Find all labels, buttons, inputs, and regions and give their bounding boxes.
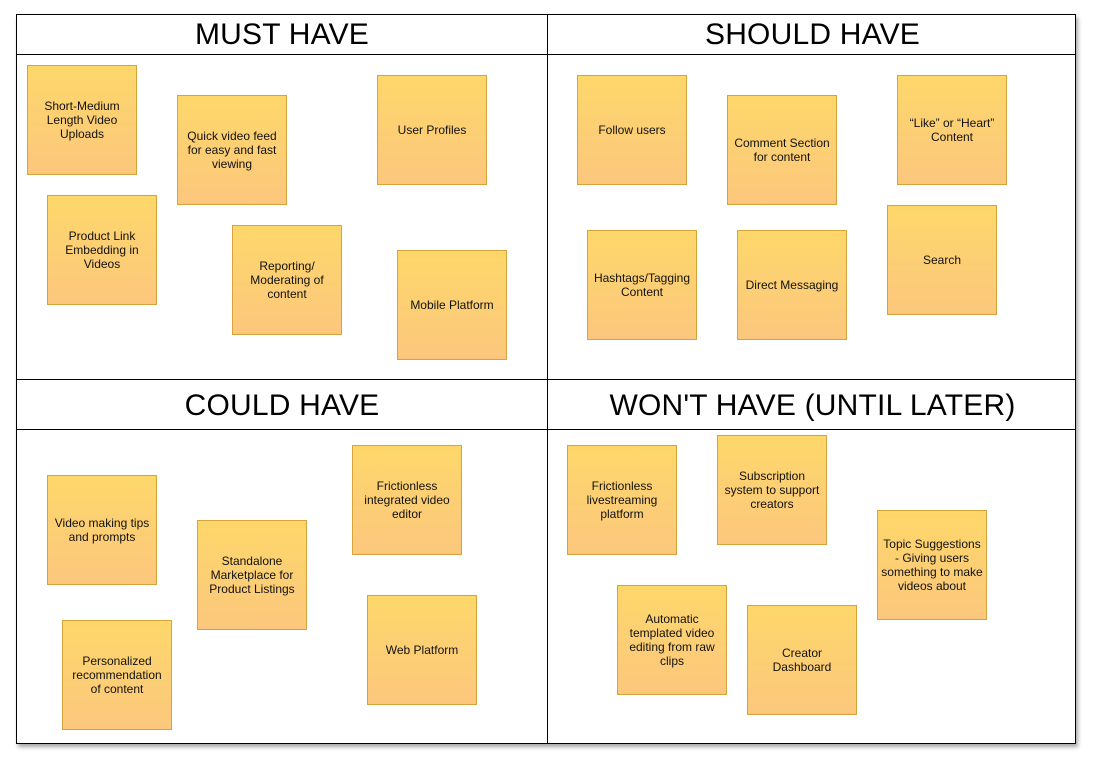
sticky-note[interactable]: Direct Messaging: [737, 230, 847, 340]
sticky-note[interactable]: Personalized recommendation of content: [62, 620, 172, 730]
should-have-title: SHOULD HAVE: [704, 18, 921, 51]
bottom-header-divider: [17, 429, 1075, 430]
sticky-note[interactable]: Frictionless integrated video editor: [352, 445, 462, 555]
sticky-note[interactable]: Web Platform: [367, 595, 477, 705]
sticky-note[interactable]: “Like” or “Heart” Content: [897, 75, 1007, 185]
sticky-note[interactable]: Quick video feed for easy and fast viewi…: [177, 95, 287, 205]
sticky-note[interactable]: Hashtags/Tagging Content: [587, 230, 697, 340]
sticky-note[interactable]: Product Link Embedding in Videos: [47, 195, 157, 305]
could-have-title: COULD HAVE: [184, 389, 380, 422]
sticky-note[interactable]: Follow users: [577, 75, 687, 185]
sticky-note[interactable]: Reporting/ Moderating of content: [232, 225, 342, 335]
must-have-title: MUST HAVE: [194, 18, 370, 51]
sticky-note[interactable]: Search: [887, 205, 997, 315]
sticky-note[interactable]: Comment Section for content: [727, 95, 837, 205]
top-header-divider: [17, 54, 1075, 55]
sticky-note[interactable]: Creator Dashboard: [747, 605, 857, 715]
moscow-board: MUST HAVE SHOULD HAVE COULD HAVE WON'T H…: [16, 14, 1076, 744]
sticky-note[interactable]: Automatic templated video editing from r…: [617, 585, 727, 695]
wont-have-title: WON'T HAVE (UNTIL LATER): [609, 389, 1016, 422]
sticky-note[interactable]: Topic Suggestions - Giving users somethi…: [877, 510, 987, 620]
sticky-note[interactable]: Short-Medium Length Video Uploads: [27, 65, 137, 175]
sticky-note[interactable]: Mobile Platform: [397, 250, 507, 360]
sticky-note[interactable]: Subscription system to support creators: [717, 435, 827, 545]
middle-divider: [17, 379, 1075, 380]
sticky-note[interactable]: User Profiles: [377, 75, 487, 185]
sticky-note[interactable]: Video making tips and prompts: [47, 475, 157, 585]
sticky-note[interactable]: Frictionless livestreaming platform: [567, 445, 677, 555]
sticky-note[interactable]: Standalone Marketplace for Product Listi…: [197, 520, 307, 630]
